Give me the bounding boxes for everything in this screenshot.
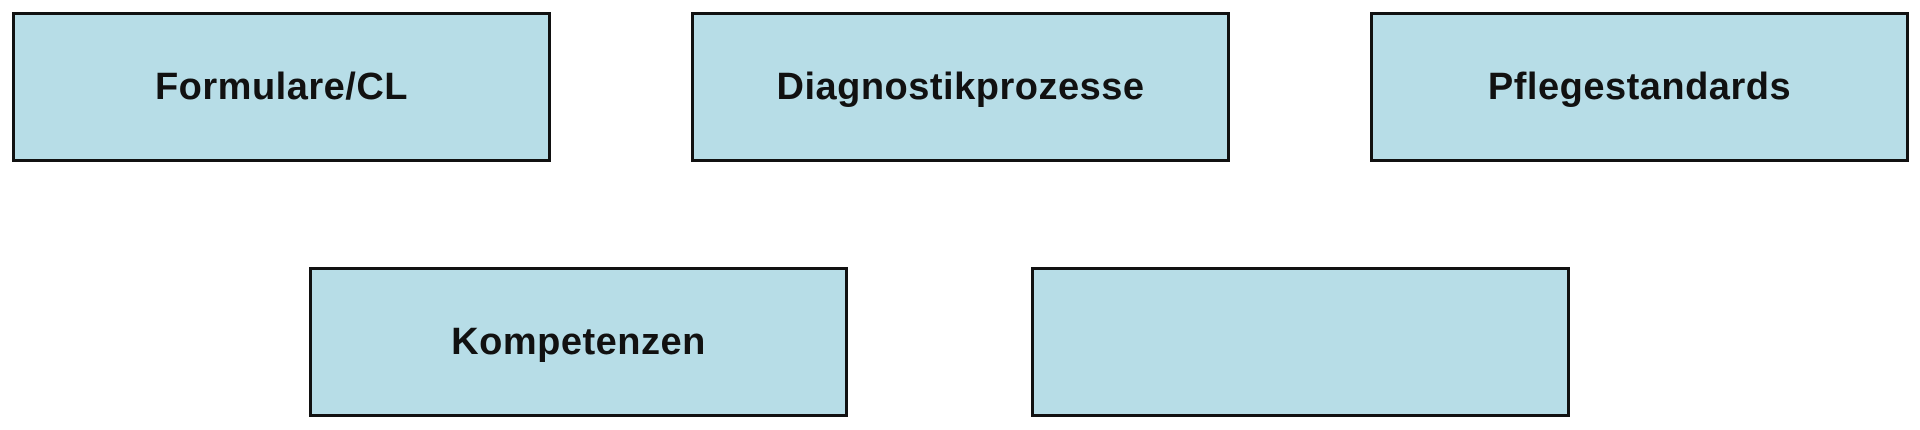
box-label: Kompetenzen (451, 320, 706, 363)
box-label: Pflegestandards (1487, 65, 1792, 108)
box-kompetenzen: Kompetenzen (309, 267, 848, 417)
box-empty (1031, 267, 1570, 417)
box-label: Diagnostikprozesse (776, 65, 1145, 108)
box-formulare-cl: Formulare/CL (12, 12, 551, 162)
box-pflegestandards: Pflegestandards (1370, 12, 1909, 162)
box-diagnostikprozesse: Diagnostikprozesse (691, 12, 1230, 162)
box-label: Formulare/CL (154, 65, 409, 108)
